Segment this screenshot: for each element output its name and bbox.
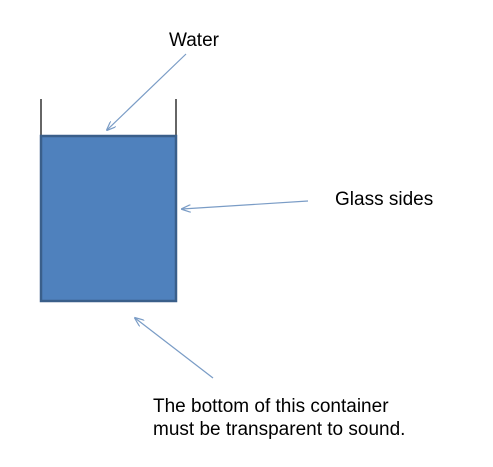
water-arrow: [107, 53, 187, 130]
water-label: Water: [169, 30, 219, 51]
glass-sides-arrow: [182, 200, 309, 209]
bottom-note-line-2: must be transparent to sound.: [153, 418, 406, 440]
bottom-note: The bottom of this container must be tra…: [153, 396, 405, 442]
bottom-note-line-1: The bottom of this container: [153, 396, 389, 417]
bottom-arrow: [135, 318, 214, 379]
glass-sides-label: Glass sides: [335, 189, 434, 210]
water-body: [39, 134, 178, 303]
